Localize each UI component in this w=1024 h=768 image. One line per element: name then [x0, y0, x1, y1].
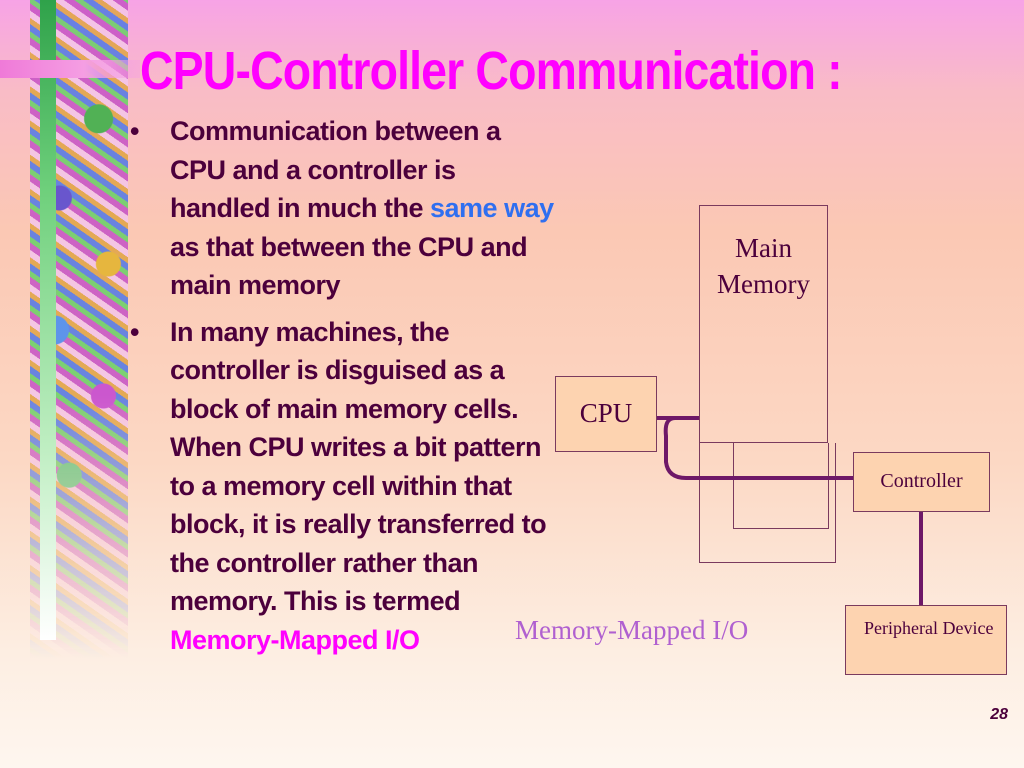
memory-divider-line	[827, 333, 828, 383]
controller-label: Controller	[880, 470, 963, 492]
decorative-green-bar	[40, 0, 56, 640]
bullet-dot-icon: •	[130, 116, 139, 146]
bullet-text: In many machines, the controller is disg…	[170, 316, 547, 617]
bullet-list: • Communication between a CPU and a cont…	[130, 112, 560, 659]
bullet-highlight: same way	[430, 193, 554, 223]
bullet-text-end: as that between the CPU and main memory	[170, 231, 528, 301]
slide-title: CPU-Controller Communication :	[140, 41, 843, 101]
decorative-pink-bar	[0, 60, 140, 78]
cpu-label: CPU	[579, 398, 633, 428]
controller-box	[853, 452, 990, 512]
bullet-text: Communication between a CPU and a contro…	[170, 116, 501, 223]
peripheral-device-label: Peripheral Device	[864, 618, 994, 638]
bullet-highlight: Memory-Mapped I/O	[170, 624, 420, 655]
memory-block-controller-region	[733, 443, 829, 529]
page-number: 28	[990, 706, 1008, 723]
main-memory-label: Main Memory	[717, 233, 810, 299]
memory-block-outer	[699, 443, 836, 563]
bullet-item: • In many machines, the controller is di…	[130, 313, 560, 660]
cpu-box	[555, 376, 657, 452]
bullet-dot-icon: •	[130, 316, 139, 347]
bullet-item: • Communication between a CPU and a cont…	[130, 112, 560, 305]
peripheral-device-box	[845, 605, 1007, 675]
diagram-caption: Memory-Mapped I/O	[515, 615, 749, 645]
